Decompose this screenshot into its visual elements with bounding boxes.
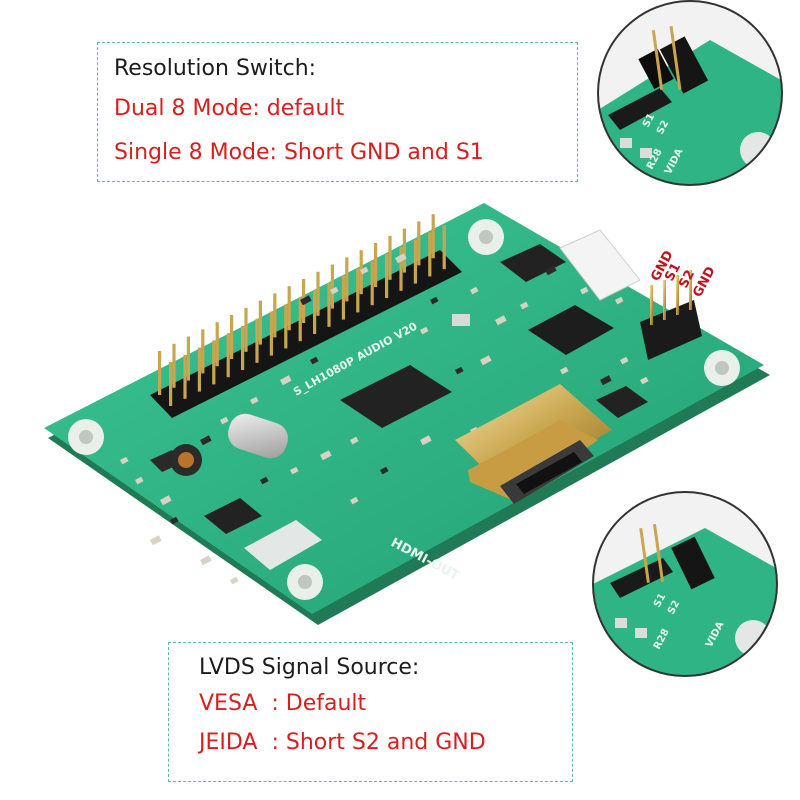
header-pin — [442, 225, 446, 270]
lvds-signal-source-title: LVDS Signal Source: — [199, 655, 420, 680]
smd-components — [120, 253, 649, 585]
smd-part — [229, 576, 239, 585]
inductor — [170, 444, 202, 476]
smd-part — [580, 286, 589, 295]
smd-part — [350, 436, 359, 445]
jeida-short-text: JEIDA : Short S2 and GND — [199, 730, 486, 755]
header-pin — [330, 264, 334, 309]
smd-part — [379, 466, 389, 475]
smd-part — [615, 296, 624, 305]
header-pin — [356, 268, 360, 313]
header-pin — [388, 235, 392, 280]
config-pin-labels: GND S1 S2 GND — [648, 248, 719, 300]
heatsink-pad — [244, 520, 322, 570]
header-pin — [158, 351, 162, 395]
smd-part — [220, 416, 229, 425]
smd-part — [310, 356, 319, 365]
lvds-signal-source-callout: LVDS Signal Source: VESA : Default JEIDA… — [168, 642, 573, 782]
chips — [150, 244, 648, 534]
smd-part — [320, 450, 332, 461]
smd-part — [200, 555, 212, 566]
header-pin — [417, 221, 421, 266]
smd-part — [329, 286, 339, 295]
crystal-oscillator — [228, 413, 288, 459]
smd-part — [639, 376, 649, 385]
header-pin — [287, 286, 291, 331]
smd-part — [289, 466, 299, 475]
header-pin — [186, 336, 190, 381]
white-connector — [559, 229, 641, 301]
header-pin — [428, 232, 432, 277]
header-pin — [402, 228, 406, 273]
smd-part — [280, 375, 292, 386]
single-8-mode-text: Single 8 Mode: Short GND and S1 — [114, 140, 484, 165]
header-pin — [316, 271, 320, 316]
mounting-holes — [68, 219, 740, 600]
header-pin — [345, 257, 349, 302]
smd-part — [149, 535, 162, 546]
smd-part — [620, 356, 629, 365]
header-pin — [269, 311, 273, 356]
pin-label-gnd-2: GND — [690, 264, 719, 300]
header-pin — [255, 318, 259, 363]
zoom-view-resolution-jumper: S1 S2 R28 VIDA — [597, 0, 783, 186]
smd-part — [429, 296, 439, 305]
header-pin — [197, 347, 201, 392]
header-pin — [169, 362, 173, 406]
header-pin — [183, 354, 187, 399]
header-pin — [172, 343, 176, 388]
smd-part — [480, 355, 492, 366]
header-pin — [385, 254, 389, 298]
config-pin-header — [640, 270, 702, 360]
header-pin — [230, 315, 234, 359]
smd-part — [160, 495, 172, 506]
header-pin — [298, 297, 302, 342]
smd-part — [260, 476, 269, 485]
smd-part — [170, 516, 179, 525]
header-pin — [244, 307, 248, 352]
small-crystal — [452, 314, 470, 326]
smd-part — [249, 396, 259, 405]
header-pin — [313, 290, 317, 334]
smd-part — [200, 435, 212, 446]
smd-part — [470, 286, 479, 295]
smd-part — [545, 265, 557, 276]
header-pin — [284, 304, 288, 349]
smd-part — [454, 366, 464, 375]
dual-8-mode-text: Dual 8 Mode: default — [114, 96, 345, 121]
header-pin — [327, 282, 331, 327]
header-pin — [212, 340, 216, 385]
resolution-switch-title: Resolution Switch: — [114, 56, 317, 81]
smd-part — [300, 295, 312, 306]
zoom-view-lvds-jumper: S1 S2 R28 VIDA — [592, 491, 778, 677]
header-pin — [431, 214, 435, 259]
header-pin — [413, 239, 417, 284]
header-pin — [273, 293, 277, 338]
smd-part — [350, 496, 359, 505]
header-pin — [374, 243, 378, 287]
smd-part — [560, 366, 569, 375]
smd-part — [359, 266, 369, 275]
vesa-default-text: VESA : Default — [199, 691, 367, 716]
smd-part — [599, 375, 612, 386]
header-pin — [258, 300, 262, 345]
resolution-switch-callout: Resolution Switch: Dual 8 Mode: default … — [97, 42, 578, 182]
double-row-pin-header — [150, 214, 462, 418]
smd-part — [394, 253, 407, 264]
smd-part — [120, 456, 129, 465]
smd-part — [419, 326, 429, 335]
header-pin — [399, 246, 403, 291]
header-pin — [215, 322, 219, 367]
hdmi-connector — [455, 384, 612, 504]
header-pin — [241, 326, 245, 370]
header-pin — [370, 261, 374, 306]
smd-part — [520, 301, 529, 310]
header-pin — [201, 329, 205, 374]
smd-part — [495, 315, 507, 326]
header-pin — [341, 275, 345, 320]
header-pin — [226, 333, 230, 378]
smd-part — [135, 476, 144, 485]
smd-part — [420, 435, 432, 446]
